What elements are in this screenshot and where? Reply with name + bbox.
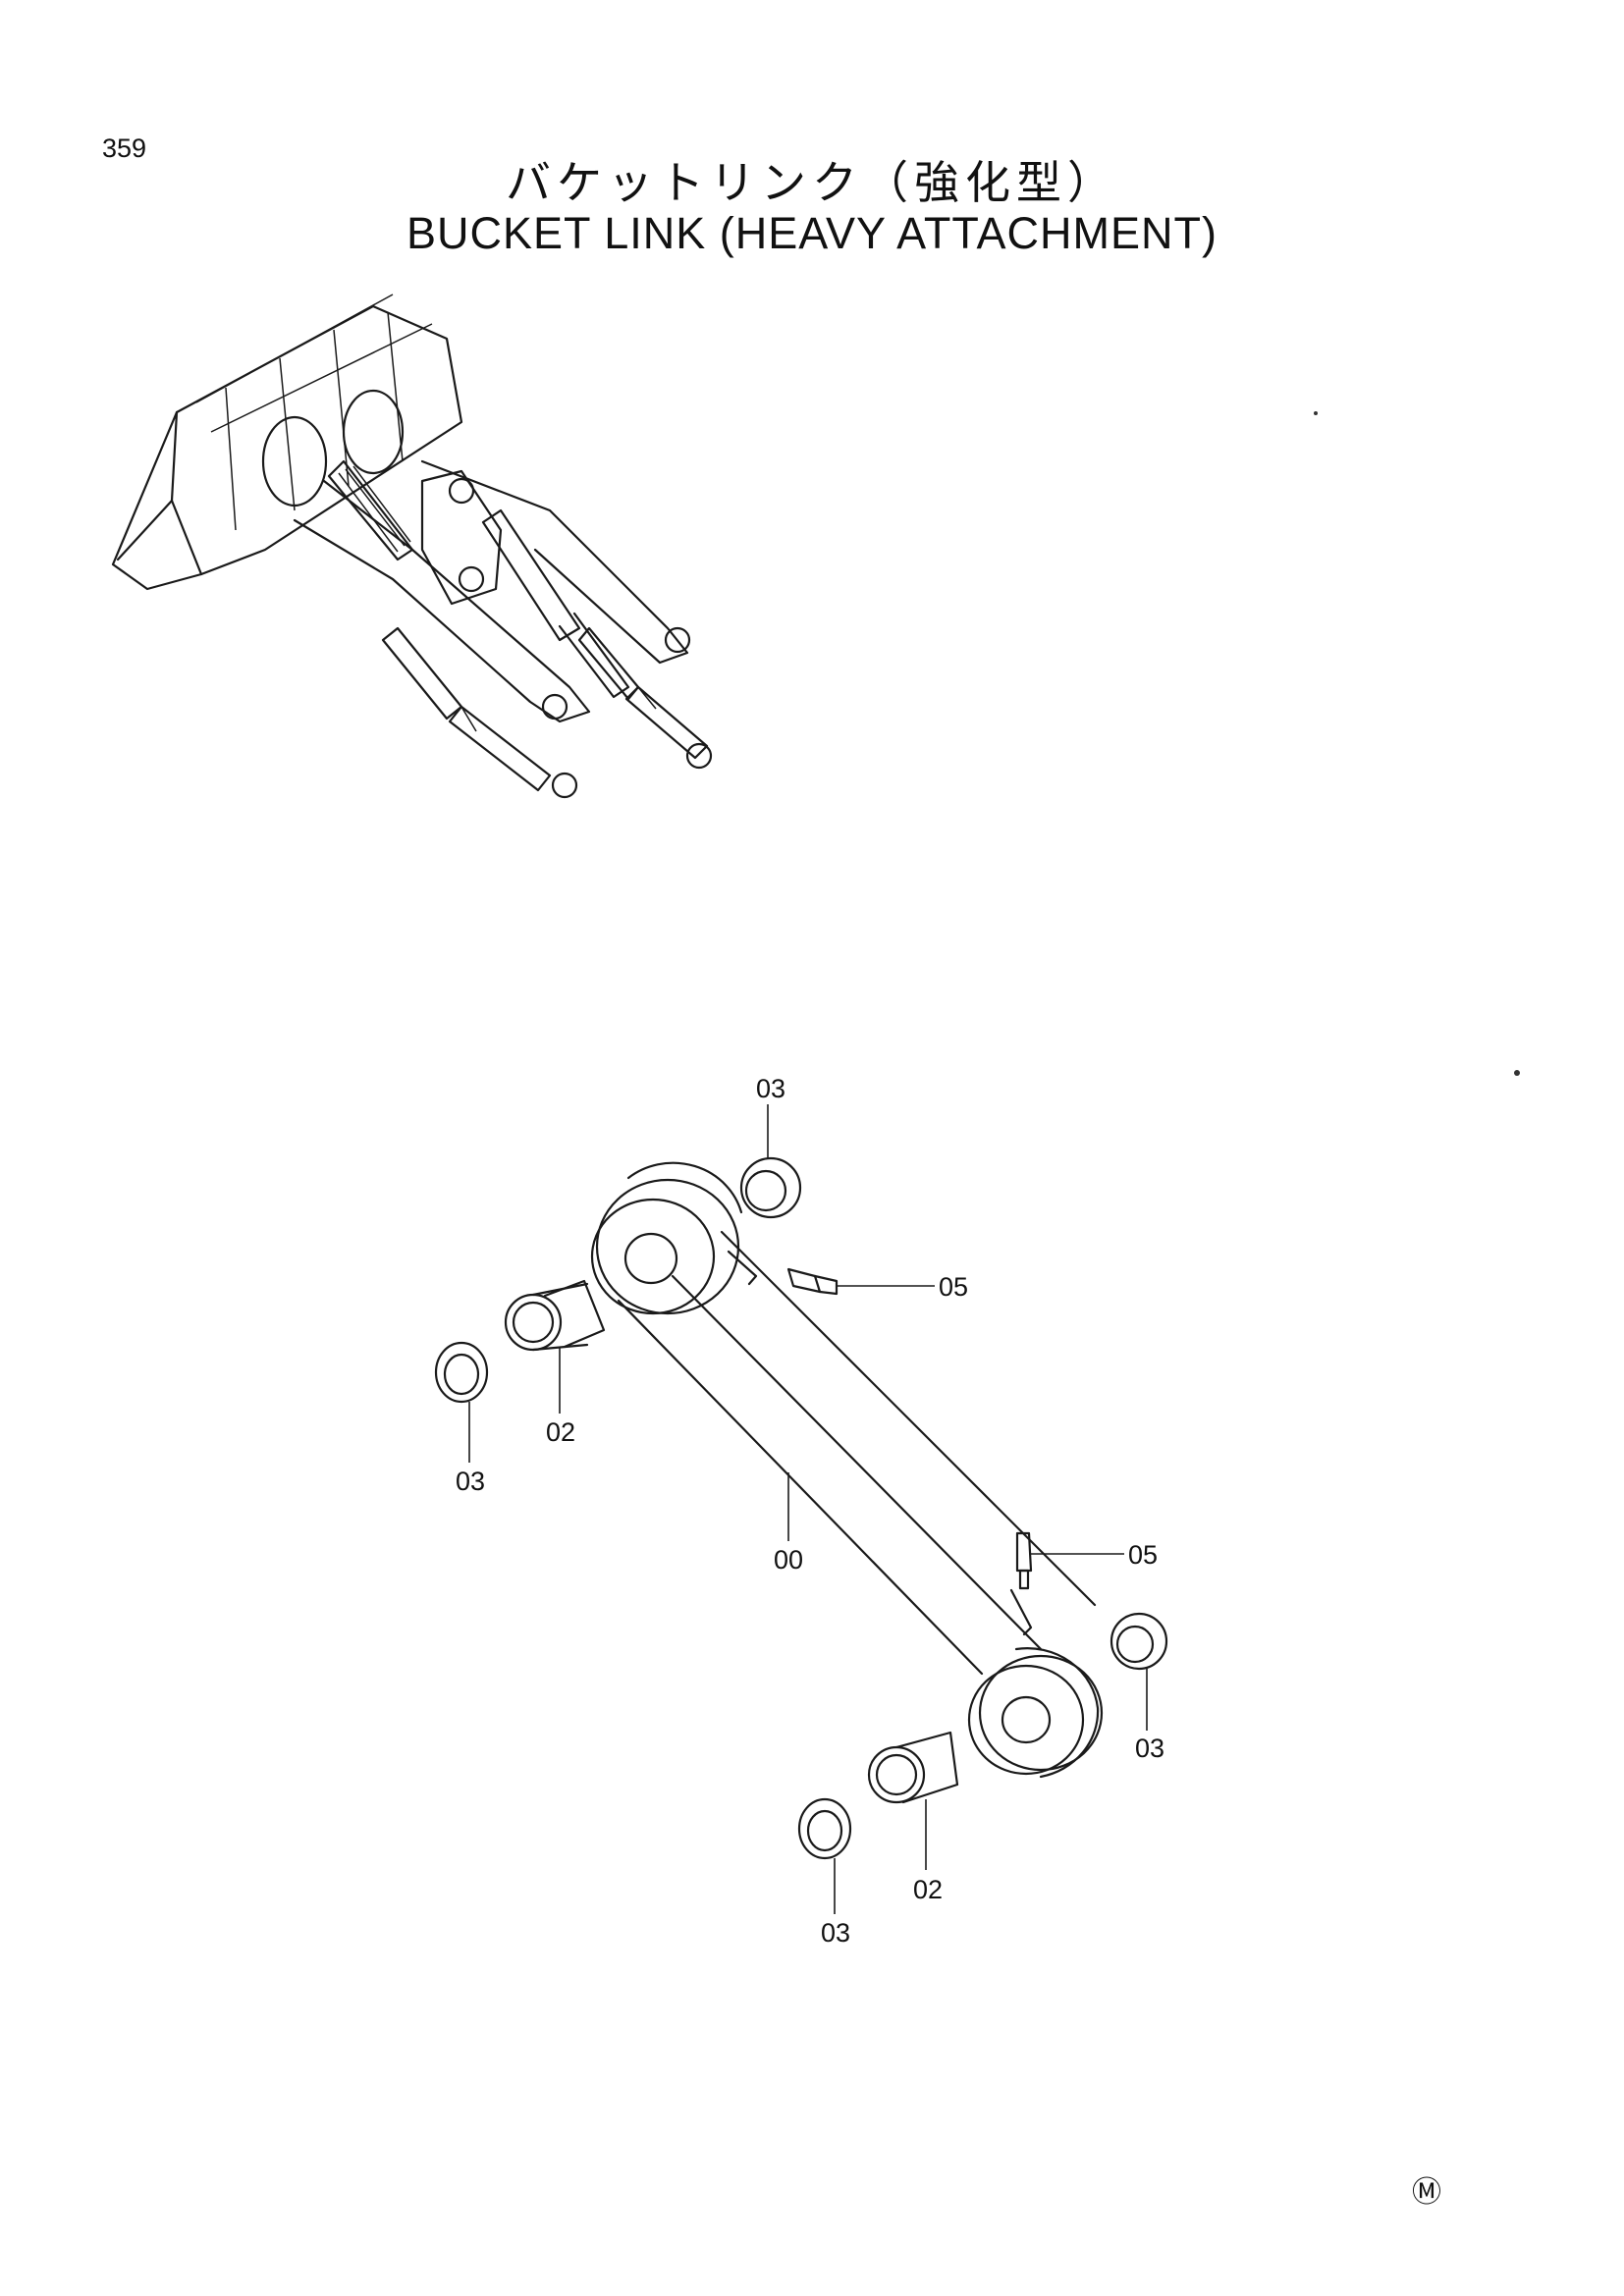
leader-lines [468,1104,1148,1914]
grease-fitting-lower [1015,1531,1033,1590]
callout-00: 00 [774,1545,803,1575]
corner-m-mark: Ⓜ [1412,2176,1441,2209]
bushing-lower [867,1731,959,1804]
callout-labels: 03 05 02 03 00 05 03 02 03 [456,1074,1164,1948]
callout-02: 02 [913,1875,943,1904]
seal-ring-top-right [739,1156,802,1219]
callout-03: 03 [756,1074,785,1103]
page-title-japanese: バケットリンク（強化型） [506,156,1118,209]
loader-overview-illustration [111,294,713,799]
callout-05: 05 [1128,1540,1158,1570]
bushing-upper [504,1279,606,1352]
callout-02: 02 [546,1417,575,1447]
bucket-link-body [590,1161,1104,1779]
callout-03: 03 [456,1467,485,1496]
page-title-english: BUCKET LINK (HEAVY ATTACHMENT) [406,208,1218,258]
page-number: 359 [102,133,147,163]
seal-ring-right [1110,1612,1168,1671]
grease-fitting-upper [786,1267,839,1296]
seal-ring-left [434,1341,489,1404]
callout-05: 05 [939,1272,968,1302]
seal-ring-bottom [797,1797,852,1860]
callout-03: 03 [1135,1734,1164,1763]
scan-specks [1314,411,1520,1076]
callout-03: 03 [821,1918,850,1948]
